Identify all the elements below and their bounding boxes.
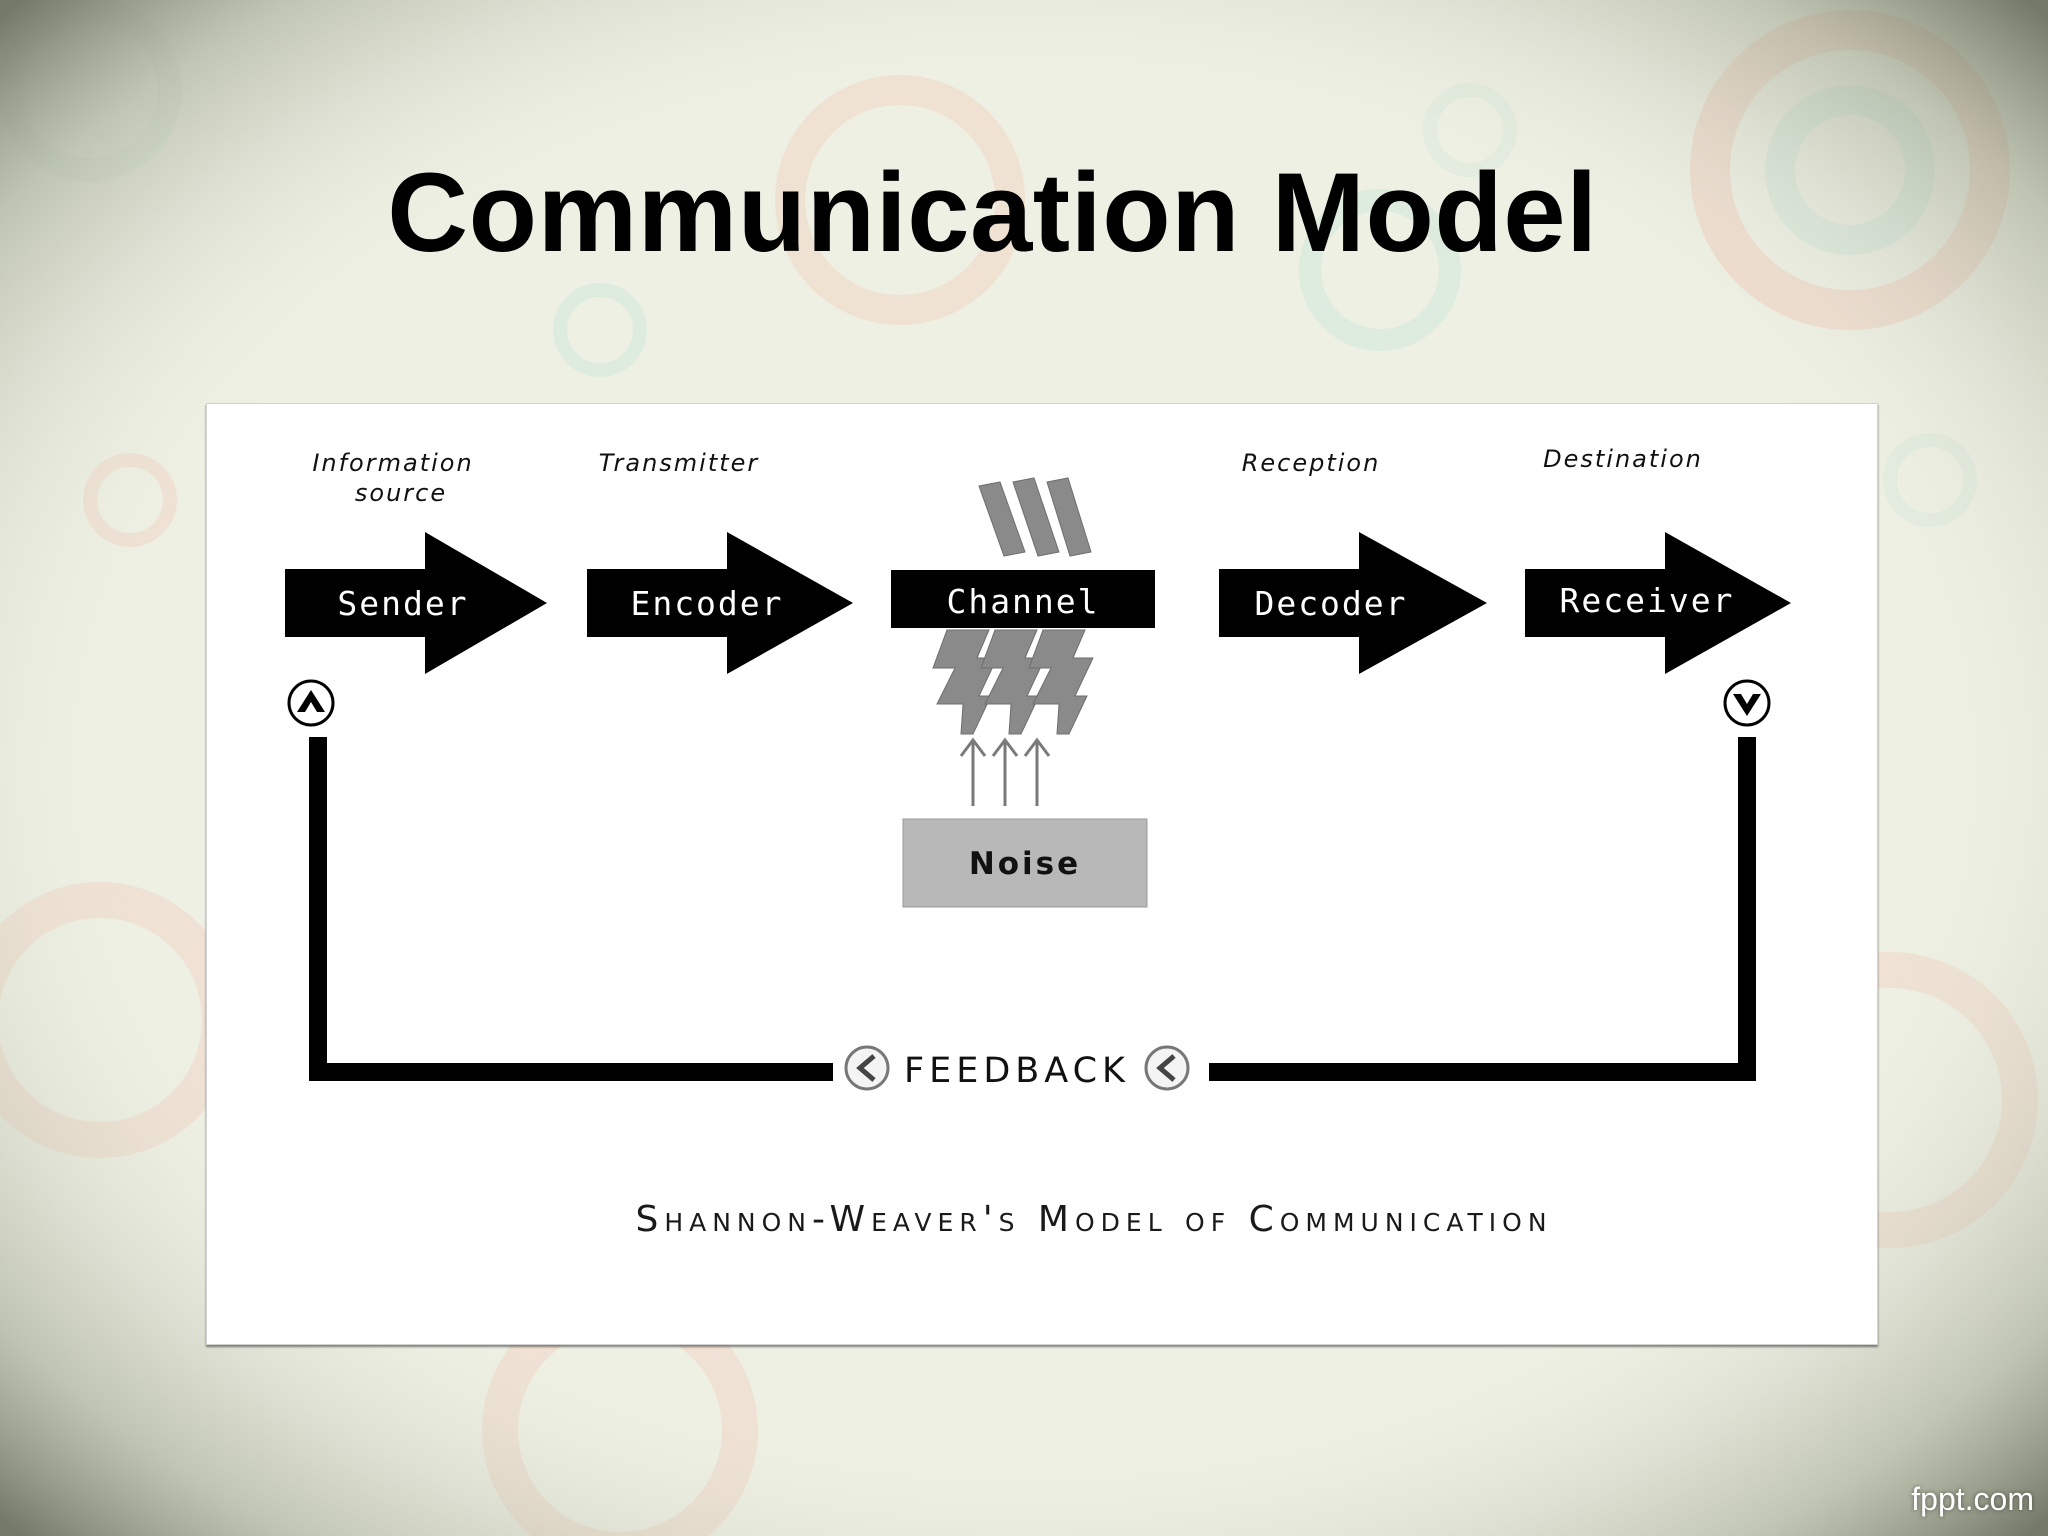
noise-arrows-icon [959,737,1051,806]
receiver-label: Receiver [1560,581,1735,620]
role-label-sender: Information [312,449,473,477]
diagram-caption: Shannon-Weaver's Model of Communication [635,1199,1553,1240]
noise-label: Noise [969,846,1081,882]
lightning-upper-icon [978,477,1092,557]
watermark: fppt.com [1911,1481,2034,1517]
role-label-encoder: Transmitter [599,449,760,477]
decoder-arrow: Decoder [1219,532,1487,674]
sender-label: Sender [337,584,468,623]
decoder-label: Decoder [1254,584,1407,623]
feedback-down-marker-icon [1723,679,1771,727]
sender-arrow: Sender [285,532,547,674]
lightning-lower-icon [932,629,1094,735]
noise-box: Noise [902,818,1148,908]
feedback-label: FEEDBACK [904,1051,1130,1091]
channel-label: Channel [946,582,1099,621]
role-label-sender-line2: source [355,479,447,507]
receiver-arrow: Receiver [1525,532,1791,674]
channel-box: Channel [891,570,1155,628]
encoder-label: Encoder [630,584,783,623]
slide-title: Communication Model [387,150,1598,275]
feedback-loop [309,737,1756,1081]
feedback-right-chevron-icon [1144,1045,1190,1091]
role-label-receiver: Destination [1543,445,1703,473]
role-label-decoder: Reception [1242,449,1381,477]
feedback-up-marker-icon [287,679,335,727]
feedback-left-chevron-icon [844,1045,890,1091]
diagram-card: Information source Transmitter Reception… [206,403,1878,1345]
shannon-weaver-diagram: Information source Transmitter Reception… [285,445,1791,1091]
encoder-arrow: Encoder [587,532,853,674]
